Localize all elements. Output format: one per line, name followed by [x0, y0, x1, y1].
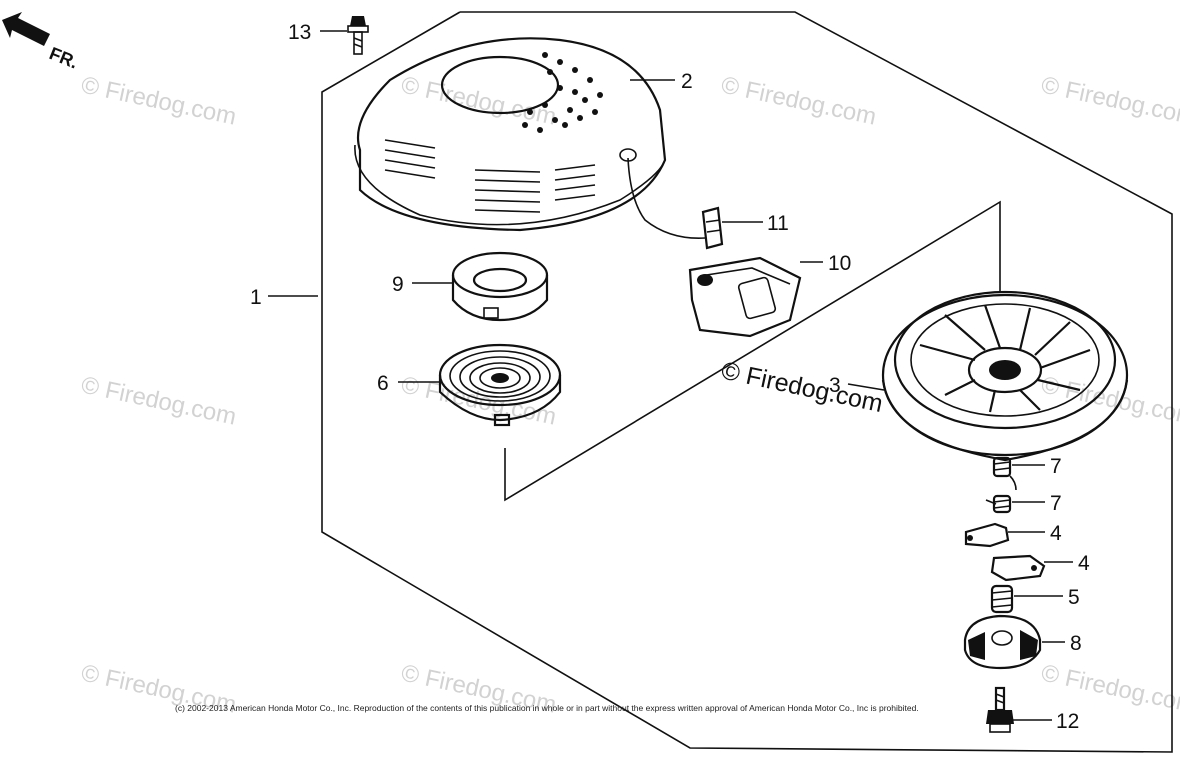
part-label-6: 6	[377, 372, 389, 395]
friction-spring-5-icon	[990, 584, 1014, 614]
part-label-3: 3	[829, 374, 841, 397]
front-direction-arrow-icon: FR.	[2, 12, 81, 73]
direction-marker-label: FR.	[47, 43, 81, 72]
part-label-13: 13	[288, 21, 311, 44]
part-label-12: 12	[1056, 710, 1079, 733]
part-label-4-upper: 4	[1050, 522, 1062, 545]
starter-grip-10-icon	[688, 256, 802, 338]
part-label-1: 1	[250, 286, 262, 309]
part-label-7-upper: 7	[1050, 455, 1062, 478]
assembly-outline	[321, 11, 1173, 753]
ratchet-4-upper-icon	[964, 522, 1010, 548]
part-label-8: 8	[1070, 632, 1082, 655]
spiral-spring-6-icon	[438, 343, 562, 427]
starter-rope	[627, 157, 706, 239]
bolt-12-icon	[986, 686, 1014, 733]
part-label-2: 2	[681, 70, 693, 93]
watermark: © Firedog.com	[399, 371, 559, 430]
collar-9-icon	[451, 251, 549, 322]
rope-clip-11-icon	[701, 206, 724, 250]
part-label-11: 11	[767, 212, 789, 235]
watermark: © Firedog.com	[79, 71, 239, 130]
part-label-9: 9	[392, 273, 404, 296]
part-label-4-lower: 4	[1078, 552, 1090, 575]
spring-7-upper-icon	[992, 456, 1017, 491]
copyright-notice: (c) 2002-2013 American Honda Motor Co., …	[175, 703, 919, 713]
inner-bracket-line	[504, 200, 1001, 502]
watermark: © Firedog.com	[1039, 71, 1180, 130]
spring-7-lower-icon	[985, 494, 1012, 514]
part-label-7-lower: 7	[1050, 492, 1062, 515]
bolt-13-icon	[347, 16, 369, 55]
part-labels: 13 2 11 10 1 9 6 3 7 7 4 4 5 8 12	[250, 21, 1090, 733]
watermark: © Firedog.com	[399, 71, 559, 130]
part-label-10: 10	[828, 252, 851, 275]
ratchet-4-lower-icon	[990, 554, 1046, 582]
center-watermark: © Firedog.com	[719, 356, 886, 418]
leader-lines	[268, 30, 1073, 721]
watermark: © Firedog.com	[719, 71, 879, 130]
reel-pulley-3-icon	[881, 290, 1129, 462]
part-label-5: 5	[1068, 586, 1080, 609]
recoil-cover-2-icon	[354, 37, 667, 232]
watermark: © Firedog.com	[79, 371, 239, 430]
friction-plate-8-icon	[963, 614, 1042, 670]
